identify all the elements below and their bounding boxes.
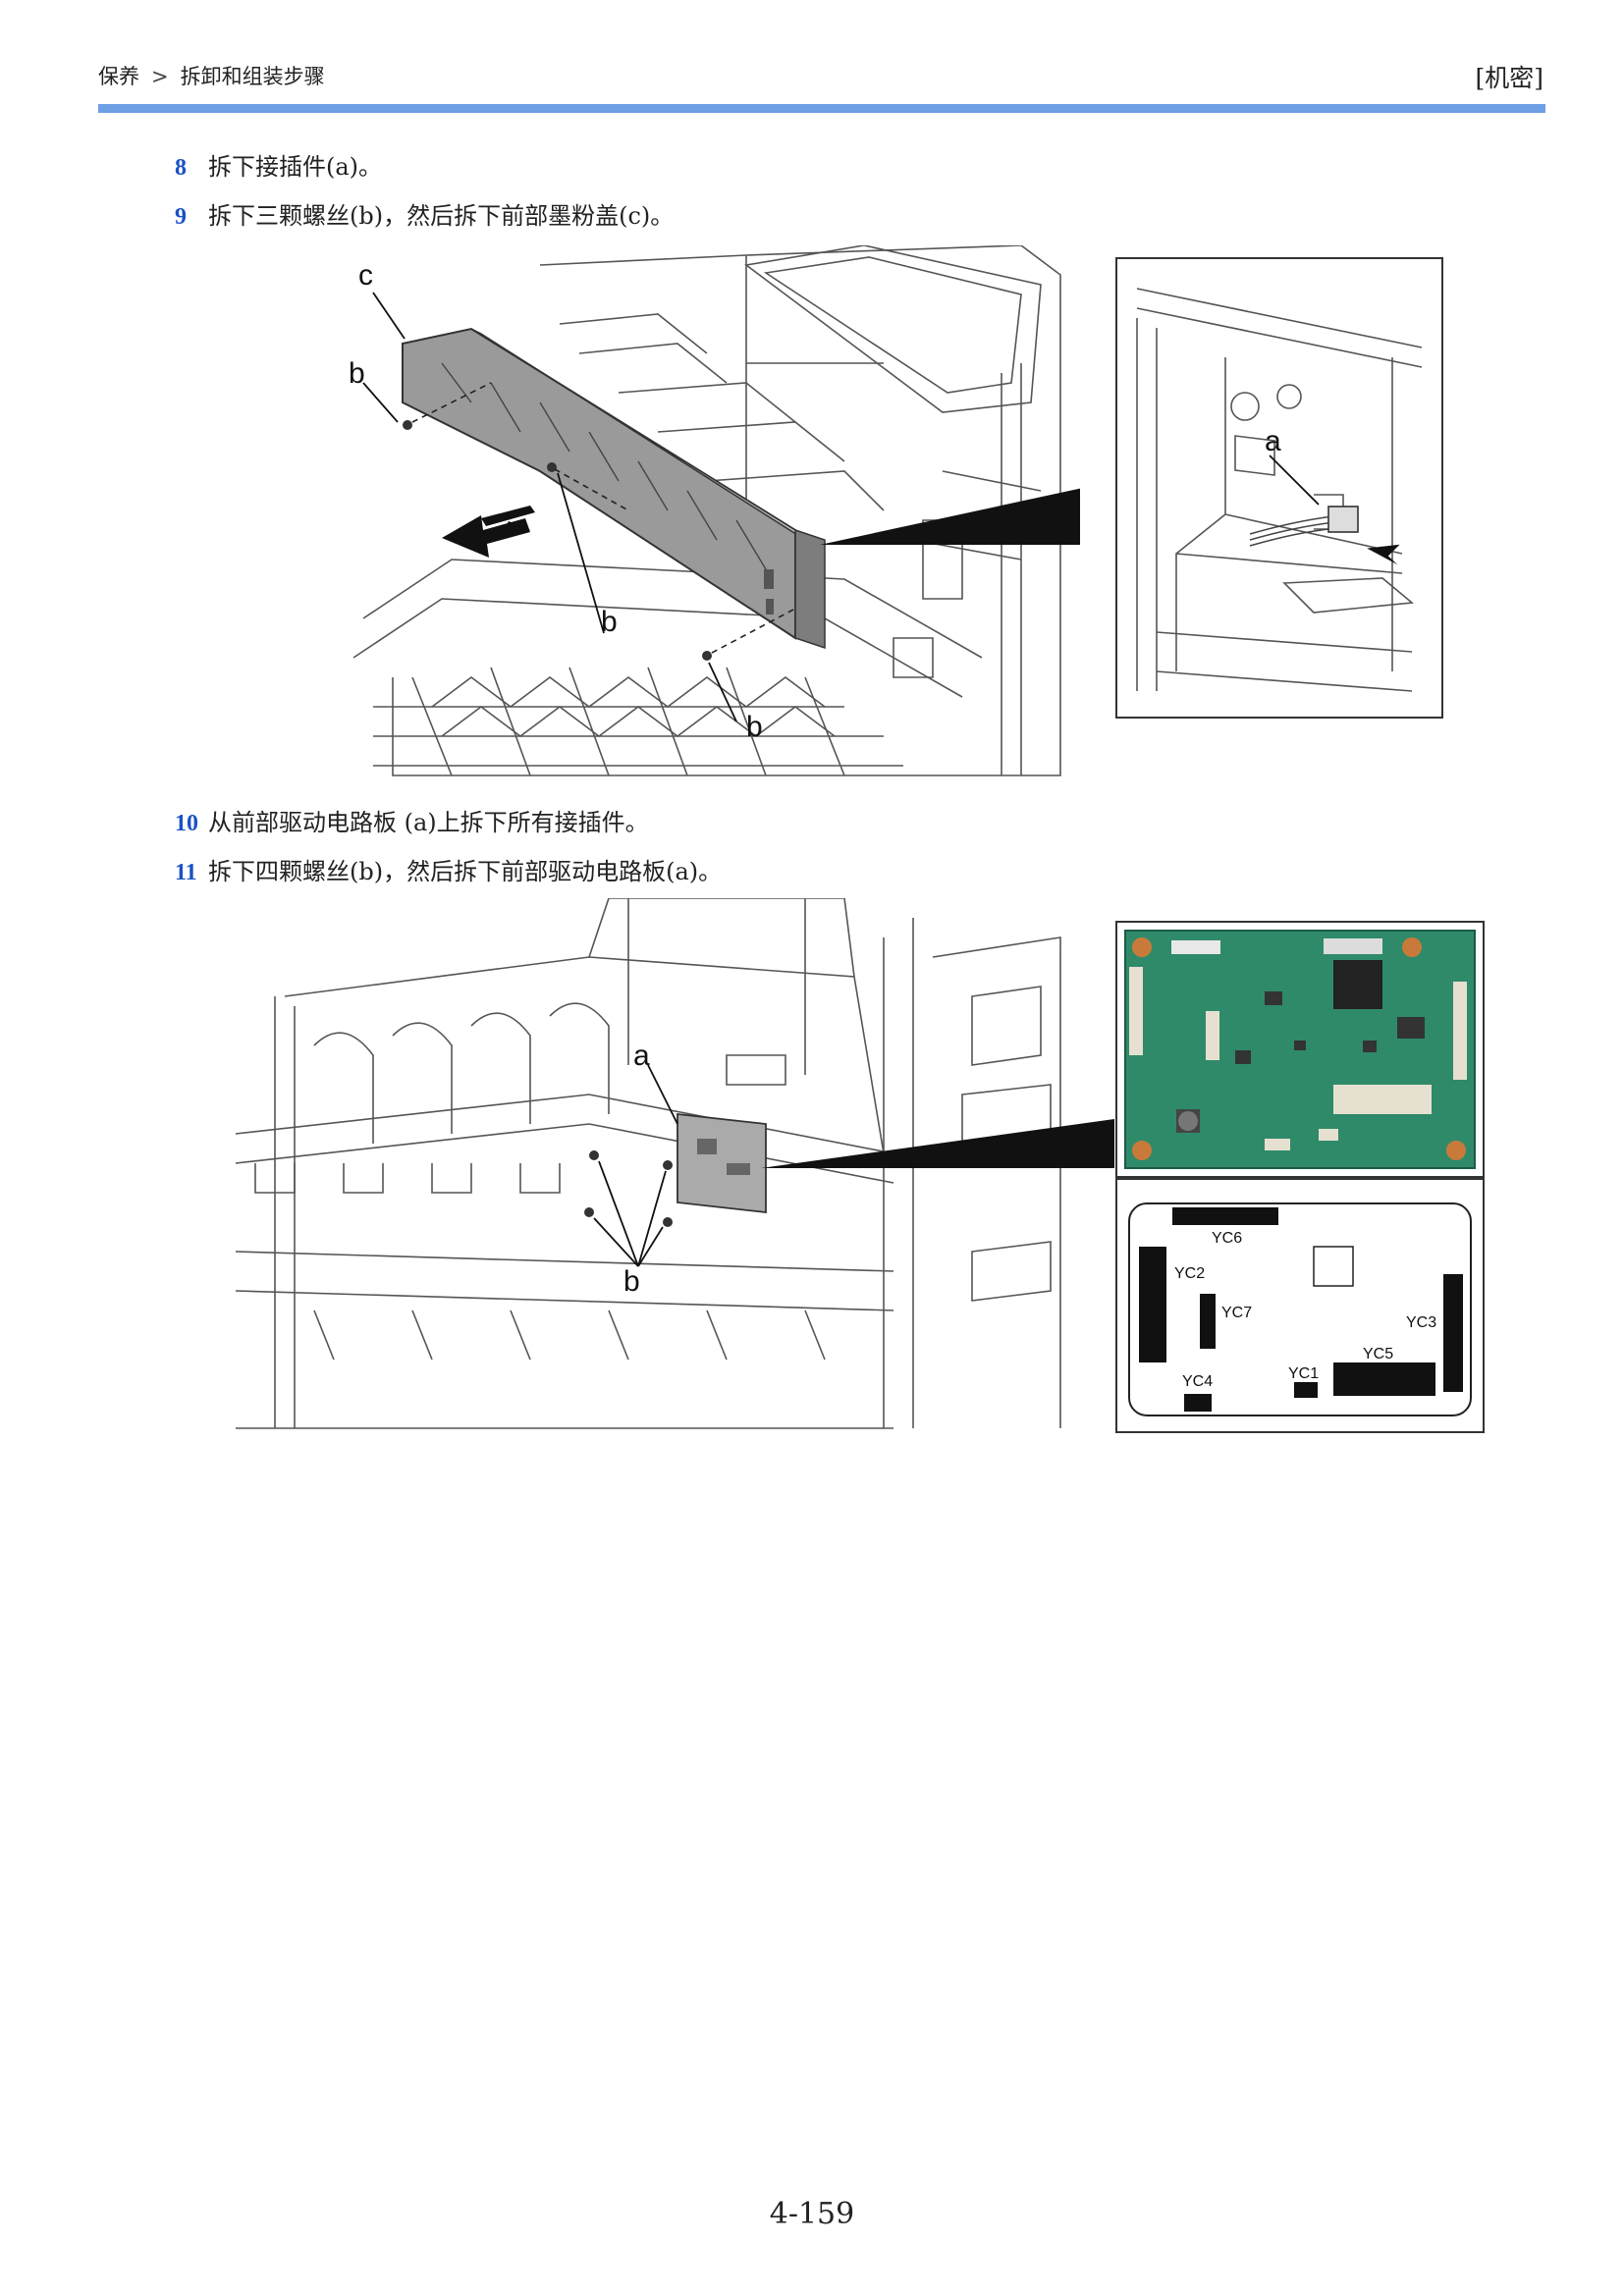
connector-detail-illustration: a bbox=[1136, 288, 1423, 692]
label-b: b bbox=[746, 711, 763, 743]
pwb-photo bbox=[1124, 930, 1476, 1169]
step-number: 10 bbox=[175, 811, 198, 836]
breadcrumb: 保养 > 拆卸和组装步骤 bbox=[98, 61, 325, 90]
figure-toner-cover: c b b b bbox=[334, 245, 1080, 785]
step-text: 从前部驱动电路板 (a)上拆下所有接插件。 bbox=[208, 809, 649, 836]
breadcrumb-section: 保养 bbox=[98, 65, 139, 88]
confidential-mark: [机密] bbox=[1475, 64, 1543, 92]
pull-arrow-icon bbox=[1367, 544, 1400, 565]
label-b: b bbox=[349, 357, 365, 390]
screw-b-icons bbox=[403, 420, 712, 661]
header-rule bbox=[98, 104, 1545, 113]
connector-a bbox=[1327, 506, 1359, 533]
pwb-location-illustration: a b bbox=[235, 898, 1114, 1429]
ic-outline bbox=[1313, 1246, 1354, 1287]
connector-yc4 bbox=[1184, 1394, 1212, 1412]
callout-pointer bbox=[761, 1119, 1114, 1168]
connector-yc5 bbox=[1333, 1362, 1435, 1396]
label-a: a bbox=[1265, 425, 1281, 457]
step-text: 拆下三颗螺丝(b)，然后拆下前部墨粉盖(c)。 bbox=[208, 202, 675, 230]
label-a: a bbox=[633, 1040, 650, 1072]
label-c: c bbox=[358, 259, 373, 292]
connector-yc3 bbox=[1443, 1274, 1463, 1392]
connector-label: YC4 bbox=[1182, 1373, 1213, 1390]
connector-label: YC2 bbox=[1174, 1265, 1205, 1282]
step-text: 拆下四颗螺丝(b)，然后拆下前部驱动电路板(a)。 bbox=[208, 858, 723, 885]
inset-pwb-photo bbox=[1115, 921, 1485, 1178]
label-b: b bbox=[623, 1265, 640, 1298]
removal-arrow-icon bbox=[442, 515, 530, 558]
connector-layout-diagram: YC6 YC2 YC7 YC3 YC5 YC1 YC4 bbox=[1128, 1202, 1472, 1416]
connector-label: YC6 bbox=[1212, 1230, 1242, 1247]
callout-pointer bbox=[820, 488, 1080, 545]
figure-front-drive-pwb: a b bbox=[216, 898, 1119, 1448]
breadcrumb-separator: > bbox=[151, 65, 169, 88]
breadcrumb-page: 拆卸和组装步骤 bbox=[180, 65, 325, 88]
step-number: 9 bbox=[175, 204, 187, 230]
label-b: b bbox=[601, 606, 618, 638]
page-number: 4-159 bbox=[769, 2197, 855, 2231]
toner-cover-illustration: c b b b bbox=[349, 245, 1080, 776]
connector-label: YC5 bbox=[1363, 1346, 1393, 1362]
step-number: 11 bbox=[175, 860, 197, 885]
connector-label: YC3 bbox=[1406, 1314, 1436, 1331]
step-11: 11 拆下四颗螺丝(b)，然后拆下前部驱动电路板(a)。 bbox=[175, 852, 722, 886]
screw-b-icons bbox=[584, 1150, 673, 1227]
connector-yc1 bbox=[1294, 1382, 1318, 1398]
connector-yc7 bbox=[1200, 1294, 1216, 1349]
connector-yc2 bbox=[1139, 1247, 1166, 1362]
front-toner-cover bbox=[402, 327, 826, 650]
connector-yc6 bbox=[1172, 1207, 1278, 1225]
inset-connector-layout: YC6 YC2 YC7 YC3 YC5 YC1 YC4 bbox=[1115, 1178, 1485, 1433]
inset-connector-detail: a bbox=[1115, 257, 1443, 719]
step-number: 8 bbox=[175, 155, 187, 181]
step-text: 拆下接插件(a)。 bbox=[208, 153, 383, 181]
step-10: 10 从前部驱动电路板 (a)上拆下所有接插件。 bbox=[175, 803, 649, 837]
page-header: 保养 > 拆卸和组装步骤 [机密] bbox=[98, 57, 1543, 108]
front-drive-pwb bbox=[677, 1112, 767, 1214]
step-8: 8 拆下接插件(a)。 bbox=[175, 147, 382, 182]
connector-label: YC7 bbox=[1221, 1305, 1252, 1321]
connector-label: YC1 bbox=[1288, 1365, 1319, 1382]
step-9: 9 拆下三颗螺丝(b)，然后拆下前部墨粉盖(c)。 bbox=[175, 196, 674, 231]
